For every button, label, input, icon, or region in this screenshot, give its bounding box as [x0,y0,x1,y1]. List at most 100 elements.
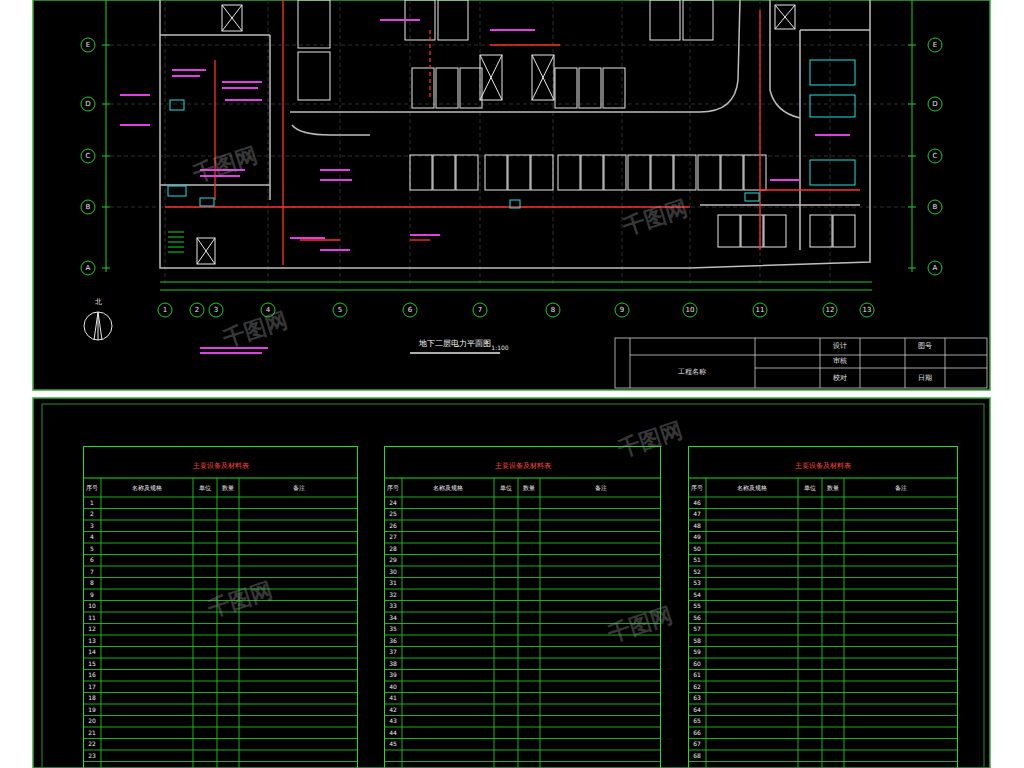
row-number: 6 [90,557,94,563]
material-table: 主要设备及材料表 [384,446,661,768]
row-number: 67 [693,741,701,747]
axis-label: C [86,153,91,160]
row-number: 59 [693,649,701,655]
row-number: 65 [693,718,701,724]
table-header: 备注 [595,485,607,491]
row-number: 64 [693,707,701,713]
title-block-text: 工程名称 [678,369,706,376]
row-number: 66 [693,730,701,736]
row-number: 35 [389,626,397,632]
row-number: 12 [88,626,96,632]
row-number: 26 [389,523,397,529]
row-number: 13 [88,638,96,644]
row-number: 3 [90,523,94,529]
axis-label: E [86,42,90,49]
row-number: 49 [693,534,701,540]
row-number: 33 [389,603,397,609]
table-title: 主要设备及材料表 [385,461,660,471]
axis-label: 12 [826,307,835,314]
table-header: 名称及规格 [737,485,767,491]
row-number: 40 [389,684,397,690]
row-number: 31 [389,580,397,586]
axis-label: 3 [214,307,218,314]
table-header: 备注 [293,485,305,491]
row-number: 1 [90,500,94,506]
row-number: 36 [389,638,397,644]
axis-label: B [86,204,91,211]
row-number: 62 [693,684,701,690]
table-header: 单位 [199,485,211,491]
row-number: 19 [88,707,96,713]
table-header: 单位 [500,485,512,491]
axis-label: A [933,265,938,272]
row-number: 34 [389,615,397,621]
row-number: 45 [389,741,397,747]
row-number: 39 [389,672,397,678]
row-number: 63 [693,695,701,701]
row-number: 2 [90,511,94,517]
row-number: 5 [90,546,94,552]
row-number: 52 [693,569,701,575]
table-header: 备注 [895,485,907,491]
row-number: 58 [693,638,701,644]
title-block-text: 校对 [833,375,847,382]
row-number: 28 [389,546,397,552]
row-number: 22 [88,741,96,747]
row-number: 20 [88,718,96,724]
axis-label: 11 [756,307,765,314]
row-number: 56 [693,615,701,621]
row-number: 27 [389,534,397,540]
row-number: 11 [88,615,96,621]
row-number: 9 [90,592,94,598]
row-number: 55 [693,603,701,609]
axis-label: 8 [551,307,555,314]
row-number: 7 [90,569,94,575]
axis-label: 6 [408,307,412,314]
row-number: 30 [389,569,397,575]
row-number: 43 [389,718,397,724]
axis-label: 7 [478,307,482,314]
row-number: 8 [90,580,94,586]
row-number: 18 [88,695,96,701]
row-number: 61 [693,672,701,678]
axis-label: A [86,265,91,272]
table-header: 数量 [827,485,839,491]
axis-label: 2 [195,307,199,314]
row-number: 54 [693,592,701,598]
axis-label: B [933,204,938,211]
row-number: 17 [88,684,96,690]
axis-label: D [85,101,90,108]
table-header: 数量 [222,485,234,491]
row-number: 51 [693,557,701,563]
material-table: 主要设备及材料表 [688,446,958,768]
axis-label: C [933,153,938,160]
table-header: 数量 [523,485,535,491]
north-label: 北 [95,299,102,306]
row-number: 24 [389,500,397,506]
title-block-text: 设计 [833,343,847,350]
row-number: 47 [693,511,701,517]
row-number: 42 [389,707,397,713]
table-title: 主要设备及材料表 [84,461,357,471]
axis-label: D [932,101,937,108]
row-number: 68 [693,753,701,759]
row-number: 32 [389,592,397,598]
table-header: 序号 [691,485,703,491]
drawing-title: 地下二层电力平面图 [419,340,491,348]
axis-label: 9 [620,307,624,314]
table-header: 单位 [804,485,816,491]
axis-label: 1 [163,307,167,314]
title-block-text: 日期 [918,375,932,382]
row-number: 23 [88,753,96,759]
table-header: 序号 [387,485,399,491]
row-number: 44 [389,730,397,736]
row-number: 29 [389,557,397,563]
row-number: 41 [389,695,397,701]
row-number: 48 [693,523,701,529]
row-number: 50 [693,546,701,552]
row-number: 60 [693,661,701,667]
title-block-text: 图号 [918,343,932,350]
scale-label: 1:100 [491,345,508,351]
row-number: 14 [88,649,96,655]
